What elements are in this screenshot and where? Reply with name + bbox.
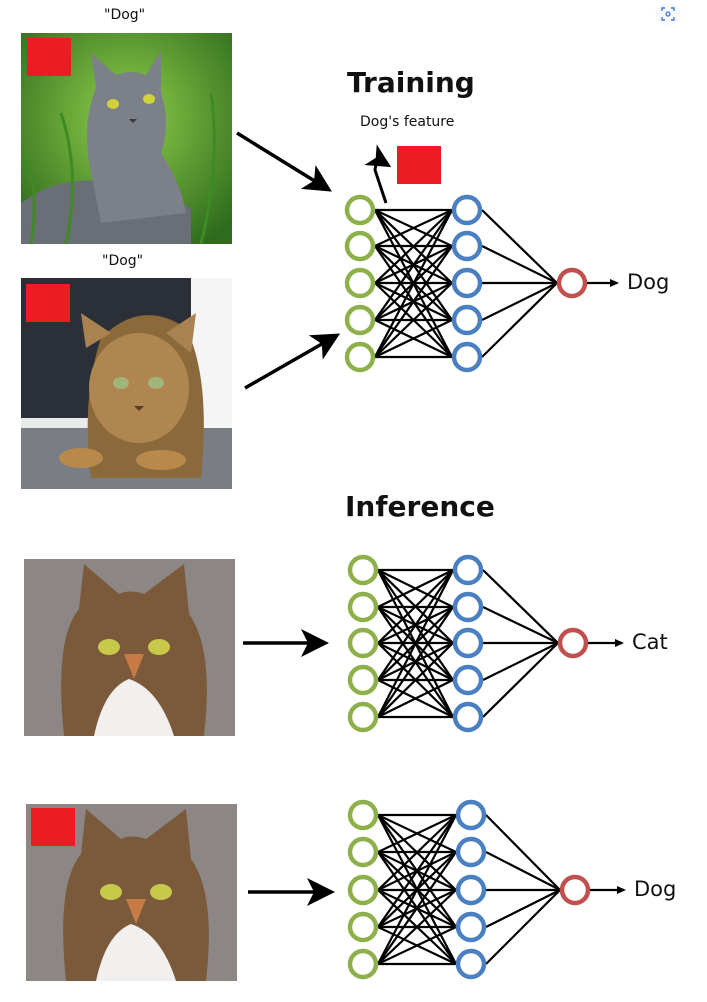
visual-search-button[interactable] [655,3,681,25]
edge [377,679,454,718]
output-node [559,874,591,906]
input-node [347,664,379,696]
inference-network-2 [347,799,626,980]
inference-1-output-label: Cat [632,630,668,654]
training-image-2 [21,278,232,489]
edge [485,889,561,965]
hidden-node [452,591,484,623]
tabby-cat-face-image [24,559,235,736]
edge [377,814,457,965]
input-node [347,799,379,831]
hidden-node [455,836,487,868]
edge [377,642,454,718]
edge [377,606,454,718]
edge [374,209,453,321]
edge [377,926,457,965]
input-arrow [236,131,332,192]
edge [482,606,559,644]
edge [374,209,453,284]
visual-search-icon [661,7,675,21]
edge [377,569,454,681]
hidden-node [451,230,483,262]
input-node [347,554,379,586]
edge [481,245,558,284]
feature-caption: Dog's feature [360,114,455,130]
input-node [347,948,379,980]
hidden-node [452,554,484,586]
hidden-node [452,627,484,659]
edge [482,642,559,681]
hidden-node [451,194,483,226]
input-node [344,230,376,262]
input-arrow [244,333,341,390]
training-title: Training [347,66,475,99]
edge [482,642,559,718]
dog-feature-marker [397,146,441,184]
input-node [347,627,379,659]
edge [481,282,558,358]
edge [377,851,457,965]
hidden-node [451,304,483,336]
edge [377,814,457,891]
edge [485,851,561,891]
hidden-node [455,911,487,943]
hidden-node [452,664,484,696]
edge [377,889,457,965]
inference-network-1 [347,554,624,733]
hidden-node [451,341,483,373]
input-node [347,911,379,943]
edge [374,209,453,358]
output-node [557,627,589,659]
inference-title: Inference [345,490,495,523]
hidden-node [452,701,484,733]
feature-marker [27,38,71,76]
input-node [347,836,379,868]
training-image-2-caption: "Dog" [102,253,144,269]
training-network [344,194,619,373]
edge [481,209,558,284]
input-node [344,267,376,299]
training-output-label: Dog [627,270,670,294]
edge [377,814,457,928]
inference-2-output-label: Dog [634,877,677,901]
edge [377,569,454,718]
edge [482,569,559,644]
feature-marker [31,808,75,846]
input-node [347,701,379,733]
edge [377,814,457,853]
output-node [556,267,588,299]
edge [485,814,561,891]
edge [485,889,561,928]
inference-image-1 [24,559,235,736]
edge [377,569,454,608]
hidden-node [451,267,483,299]
input-node [347,874,379,906]
hidden-node [455,948,487,980]
bengal-cat-image [21,278,232,489]
hidden-node [455,874,487,906]
input-node [344,194,376,226]
edge [481,282,558,321]
edge [374,245,453,358]
training-image-1-caption: "Dog" [104,7,146,23]
hidden-node [455,799,487,831]
edge [377,569,454,644]
feature-extraction-arrow [364,144,392,204]
feature-marker [26,284,70,322]
edge [374,209,453,247]
edge [374,282,453,358]
input-node [344,341,376,373]
input-node [344,304,376,336]
edge [374,319,453,358]
input-node [347,591,379,623]
